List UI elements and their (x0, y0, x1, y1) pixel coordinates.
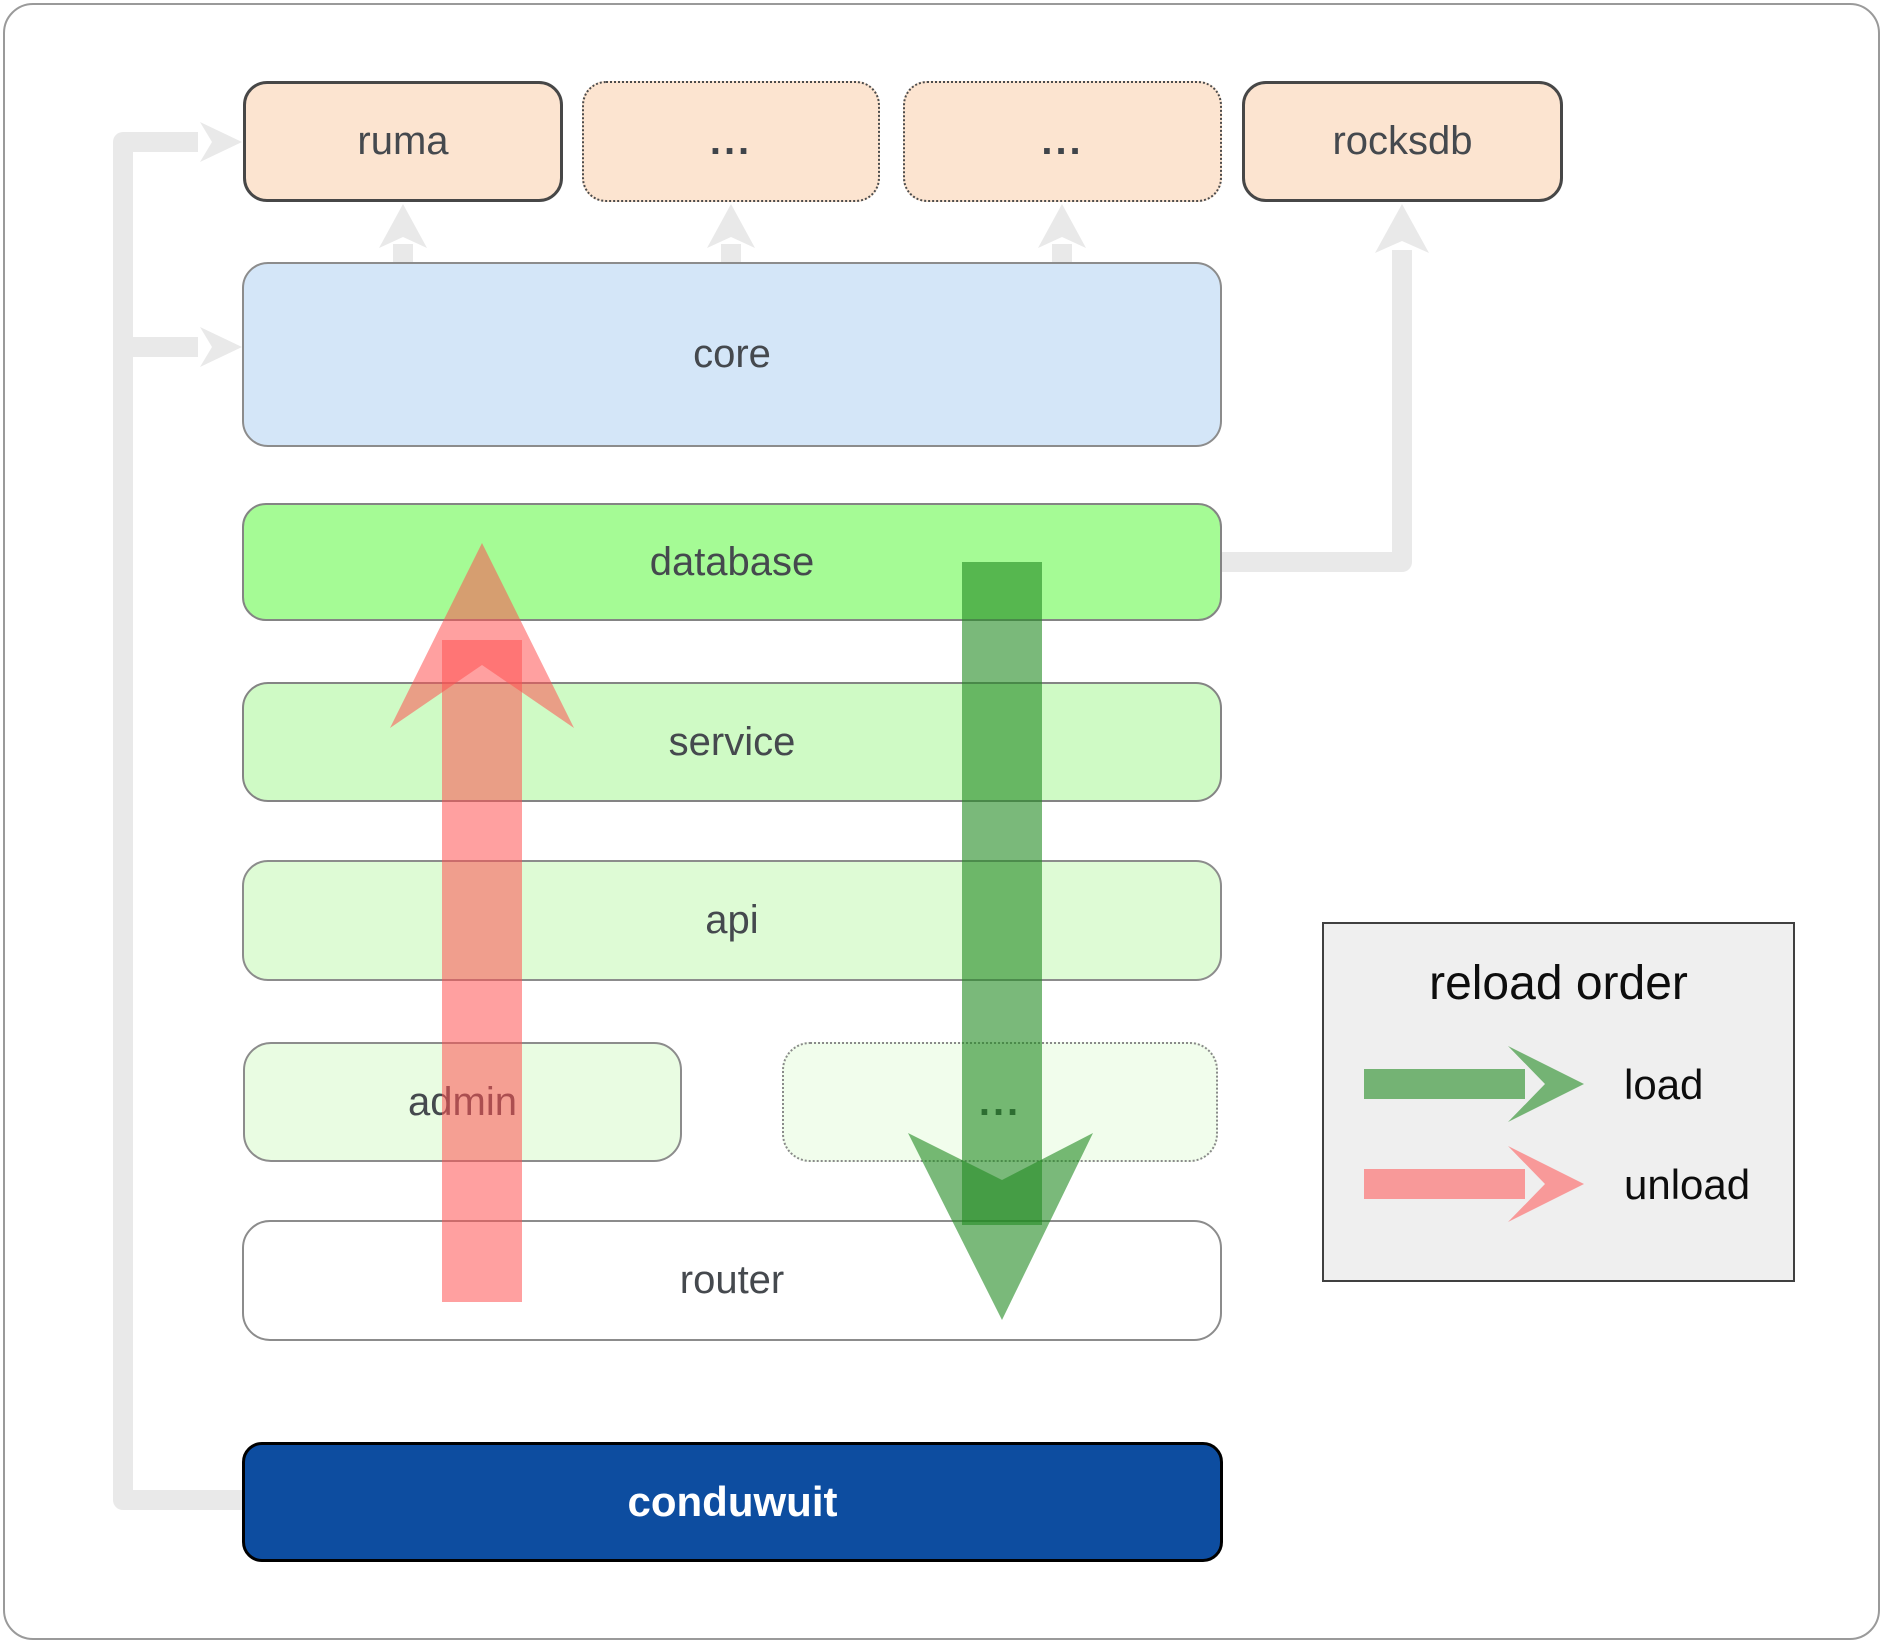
arrowhead-to-core-left-icon (200, 327, 242, 367)
node-ruma: ruma (243, 81, 563, 202)
unload-arrow-head-icon (390, 543, 574, 728)
node-ellipsis-2: ... (903, 81, 1222, 202)
node-conduwuit: conduwuit (242, 1442, 1223, 1562)
node-core: core (242, 262, 1222, 447)
arrowhead-core-to-ellipsis1-icon (707, 204, 755, 248)
connector-database-to-rocksdb (1222, 250, 1412, 572)
node-router: router (242, 1220, 1222, 1341)
arrowhead-core-to-ellipsis2-icon (1038, 204, 1086, 248)
legend-title: reload order (1429, 957, 1688, 1010)
legend-unload-arrow-icon (1364, 1146, 1584, 1222)
arrowhead-to-rocksdb-icon (1375, 204, 1429, 253)
connector-conduwuit-spine (113, 132, 242, 1510)
arrowhead-core-to-ruma-icon (379, 204, 427, 248)
load-arrow-shaft (962, 562, 1042, 1225)
arrowhead-to-ruma-left-icon (200, 122, 242, 162)
legend-label-unload: unload (1624, 1161, 1751, 1208)
node-database: database (242, 503, 1222, 621)
load-arrow (908, 562, 1093, 1320)
legend-arrows (1364, 1046, 1584, 1222)
node-rocksdb: rocksdb (1242, 81, 1563, 202)
legend-load-arrow-icon (1364, 1046, 1584, 1122)
node-ellipsis-1: ... (582, 81, 880, 202)
legend-reload-order: reload order load unload (1322, 922, 1795, 1282)
unload-arrow-shaft (442, 640, 522, 1302)
node-api: api (242, 860, 1222, 981)
legend-label-load: load (1624, 1061, 1704, 1108)
load-arrow-head-icon (908, 1133, 1093, 1320)
unload-arrow (390, 543, 574, 1302)
